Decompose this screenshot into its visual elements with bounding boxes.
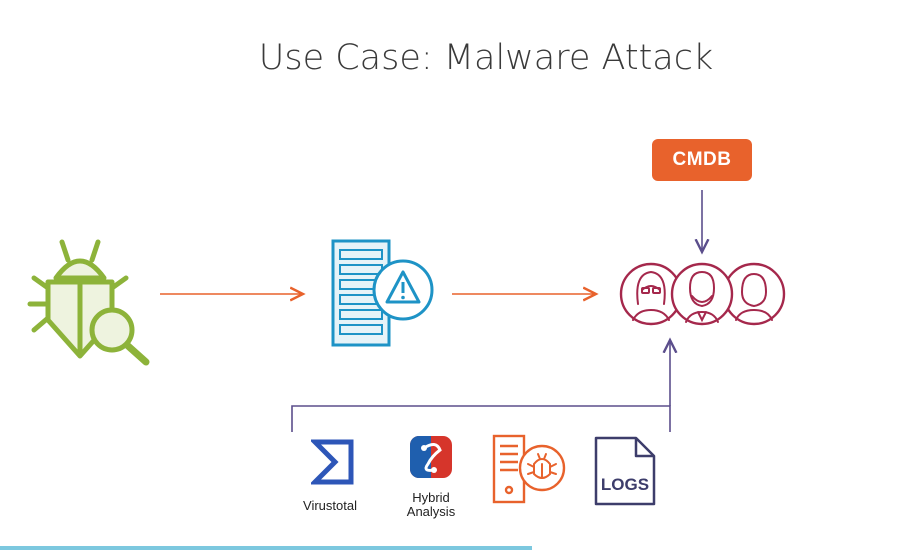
hybrid-analysis-label-line1: Hybrid xyxy=(412,490,450,505)
hybrid-analysis-label-line2: Analysis xyxy=(406,504,456,519)
logs-label: LOGS xyxy=(601,475,649,494)
cmdb-badge: CMDB xyxy=(652,139,752,181)
malware-server-icon xyxy=(492,434,566,504)
hybrid-analysis-icon xyxy=(410,436,452,478)
tools-bracket xyxy=(291,405,671,432)
server-warning-icon xyxy=(331,239,434,347)
page-title: Use Case: Malware Attack xyxy=(258,38,714,78)
malware-bug-icon xyxy=(27,239,150,366)
virustotal-icon xyxy=(311,439,354,485)
virustotal-label: Virustotal xyxy=(303,498,357,513)
logs-file-icon: LOGS xyxy=(594,436,656,506)
security-team-icon xyxy=(619,262,786,326)
progress-accent-bar xyxy=(0,546,532,550)
hybrid-analysis-label: Hybrid Analysis xyxy=(396,491,466,519)
